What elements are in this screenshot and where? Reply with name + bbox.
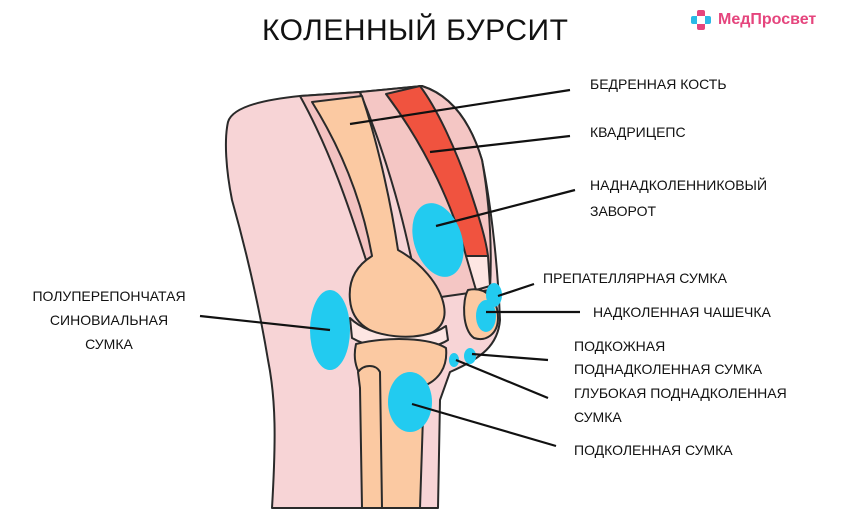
label-prepatellar: ПРЕПАТЕЛЛЯРНАЯ СУМКА bbox=[543, 270, 727, 286]
label-patella: НАДКОЛЕННАЯ ЧАШЕЧКА bbox=[593, 304, 771, 320]
patella-bursa bbox=[476, 300, 496, 332]
leader-quadriceps bbox=[429, 134, 571, 154]
logo: МедПросвет bbox=[690, 8, 816, 32]
label-semimembranosus-line2: СИНОВИАЛЬНАЯ bbox=[49, 312, 169, 328]
leader-suprapatellar bbox=[435, 188, 576, 228]
label-subcutaneous-line2: ПОДНАДКОЛЕННАЯ СУМКА bbox=[574, 361, 763, 377]
leader-semimembranosus bbox=[199, 314, 331, 332]
leader-femur bbox=[349, 88, 571, 126]
label-subcutaneous-line1: ПОДКОЖНАЯ bbox=[574, 338, 666, 354]
leader-subcutaneous bbox=[471, 352, 549, 362]
label-deep-line1: ГЛУБОКАЯ ПОДНАДКОЛЕННАЯ bbox=[574, 385, 787, 401]
leader-popliteal bbox=[411, 402, 557, 448]
label-suprapatellar-line2: ЗАВОРОТ bbox=[590, 203, 657, 219]
label-popliteal: ПОДКОЛЕННАЯ СУМКА bbox=[574, 442, 733, 458]
leader-prepatellar bbox=[497, 282, 535, 298]
subcutaneous-bursa bbox=[464, 348, 476, 364]
deep-infrapatellar-bursa bbox=[449, 353, 459, 367]
prepatellar-bursa bbox=[486, 283, 502, 307]
popliteal-bursa bbox=[388, 372, 432, 432]
fibula bbox=[357, 365, 383, 509]
label-suprapatellar-line1: НАДНАДКОЛЕННИКОВЫЙ bbox=[590, 177, 768, 193]
quadriceps-muscle bbox=[385, 85, 489, 257]
label-quadriceps: КВАДРИЦЕПС bbox=[590, 124, 686, 140]
label-semimembranosus-line1: ПОЛУПЕРЕПОНЧАТАЯ bbox=[32, 288, 186, 304]
label-semimembranosus-line3: СУМКА bbox=[85, 336, 133, 352]
label-femur: БЕДРЕННАЯ КОСТЬ bbox=[590, 76, 727, 92]
page-title: КОЛЕННЫЙ БУРСИТ bbox=[262, 14, 569, 47]
medical-cross-icon bbox=[691, 10, 711, 30]
leader-deep bbox=[455, 358, 549, 400]
label-deep-line2: СУМКА bbox=[574, 409, 622, 425]
logo-text: МедПросвет bbox=[718, 11, 817, 28]
